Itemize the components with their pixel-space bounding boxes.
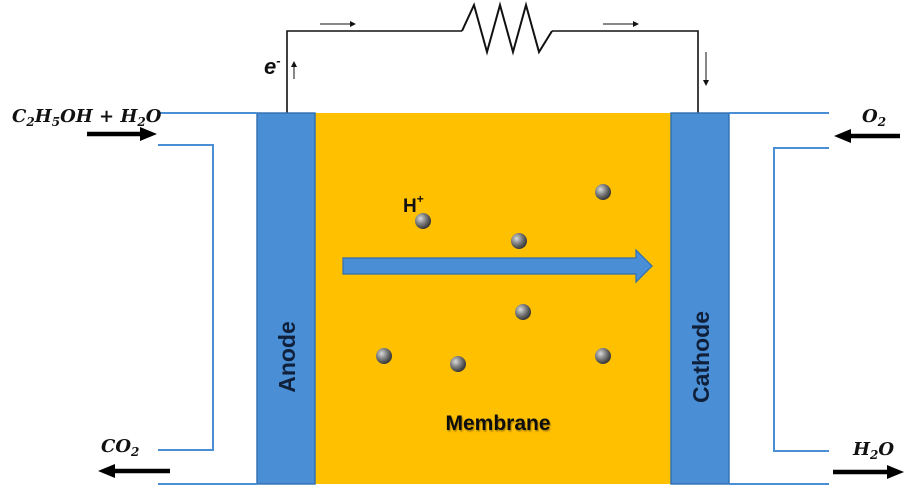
proton (376, 348, 392, 364)
cathode-inlet-label: O2 (862, 106, 886, 129)
current-arrow-right-down (703, 52, 709, 86)
proton-label: H+ (403, 192, 424, 217)
proton-transport-arrow (342, 248, 653, 284)
proton (450, 356, 466, 372)
protons (376, 184, 611, 372)
membrane-label: Membrane (445, 412, 550, 435)
anode-channel (158, 112, 257, 485)
circuit-wire (286, 30, 699, 113)
anode-label: Anode (274, 321, 300, 393)
proton (595, 184, 611, 200)
cathode-channel (729, 112, 829, 485)
current-arrow-left-up (291, 61, 297, 79)
membrane (315, 113, 671, 484)
anode-outlet-label: CO2 (101, 436, 139, 459)
external-circuit: e- (264, 1, 709, 113)
cathode-inlet-arrow (834, 129, 900, 143)
anode-inlet-arrow (87, 127, 157, 141)
cathode (670, 112, 730, 485)
proton (595, 348, 611, 364)
proton (515, 304, 531, 320)
current-arrow-top-left (320, 21, 356, 27)
anode-inlet-label: C2H5OH + H2O (12, 106, 162, 129)
fuel-cell-body: Anode Cathode Membrane H+ (256, 112, 730, 485)
anode-outlet-arrow (98, 464, 170, 478)
electron-label: e- (264, 53, 281, 79)
anode (256, 112, 316, 485)
proton (511, 233, 527, 249)
cathode-label: Cathode (688, 311, 714, 403)
cathode-outlet-arrow (833, 465, 904, 479)
current-arrow-top-right (603, 21, 639, 27)
cathode-outlet-label: H2O (852, 439, 894, 462)
proton (415, 213, 431, 229)
resistor-symbol (461, 1, 553, 56)
